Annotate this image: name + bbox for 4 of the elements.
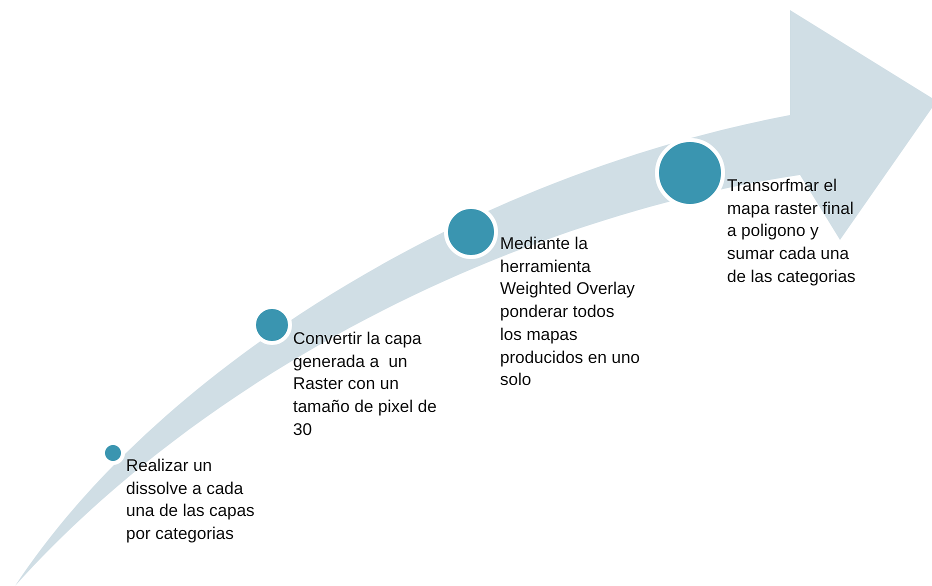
step-text: Transorfmar el mapa raster final a poligono y sumar cada una de las categorias: [727, 175, 857, 288]
step-text: Convertir la capa generada a un Raster con un tamaño de pixel de 30: [293, 328, 438, 441]
step-text: Realizar un dissolve a cada una de las capas por categorias: [126, 455, 256, 546]
step-text: Mediante la herramienta Weighted Overlay ponderar todos los mapas producidos en uno solo: [500, 233, 640, 392]
